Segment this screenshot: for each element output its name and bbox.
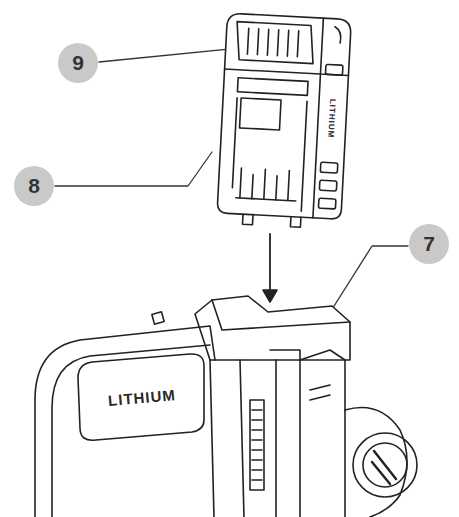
callout-number: 8	[14, 166, 54, 206]
callout-number: 7	[409, 224, 449, 264]
battery-pack	[217, 13, 352, 229]
callout-number: 9	[58, 43, 98, 83]
tool-housing	[35, 296, 417, 517]
